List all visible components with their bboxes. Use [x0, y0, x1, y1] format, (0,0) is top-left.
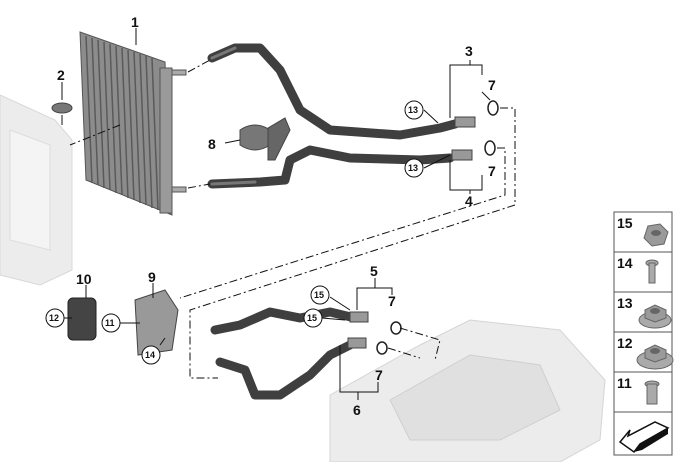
callout-15: 15 [314, 290, 324, 300]
callout-3: 3 [465, 43, 473, 59]
callout-12: 12 [49, 313, 59, 323]
callout-14: 14 [145, 350, 155, 360]
legend-number: 12 [617, 335, 633, 351]
leader-dash-lines [69, 59, 516, 379]
legend-number: 14 [617, 255, 633, 271]
callout-7: 7 [488, 77, 496, 93]
hose-lower [207, 145, 473, 189]
hex-nut-icon [643, 223, 669, 247]
clip-bracket [239, 117, 291, 161]
legend-number: 15 [617, 215, 633, 231]
bracket [134, 289, 179, 356]
leader-lines [61, 28, 491, 400]
o-rings [376, 100, 499, 355]
legend-number: 11 [617, 375, 632, 391]
collar-nut-icon [636, 344, 674, 370]
callout-8: 8 [208, 136, 216, 152]
callout-15: 15 [307, 313, 317, 323]
callout-5: 5 [370, 263, 378, 279]
callout-11: 11 [105, 318, 115, 328]
callout-10: 10 [76, 271, 92, 287]
bolt-icon [645, 259, 659, 284]
legend-panel: 15 14 13 12 11 [613, 211, 674, 456]
legend-number: 13 [617, 295, 633, 311]
callout-4: 4 [465, 193, 473, 209]
oil-cooler [79, 31, 187, 216]
ghost-housing-left [0, 94, 73, 286]
callout-13: 13 [408, 105, 418, 115]
callout-7: 7 [375, 367, 383, 383]
washer [51, 102, 73, 114]
callout-2: 2 [57, 67, 65, 83]
ghost-oil-pan [329, 319, 606, 462]
hose-5 [210, 307, 369, 335]
hose-upper [207, 43, 476, 140]
callout-13: 13 [408, 163, 418, 173]
callout-7: 7 [488, 163, 496, 179]
callout-7: 7 [388, 293, 396, 309]
circled-callouts [45, 100, 424, 365]
hose-6 [215, 337, 367, 400]
view-arrow-icon [618, 421, 670, 454]
rivet-icon [644, 380, 660, 405]
callout-1: 1 [131, 14, 139, 30]
callout-6: 6 [353, 402, 361, 418]
flange-nut-icon [638, 304, 672, 329]
callout-9: 9 [148, 269, 156, 285]
rubber-mount [67, 297, 97, 341]
